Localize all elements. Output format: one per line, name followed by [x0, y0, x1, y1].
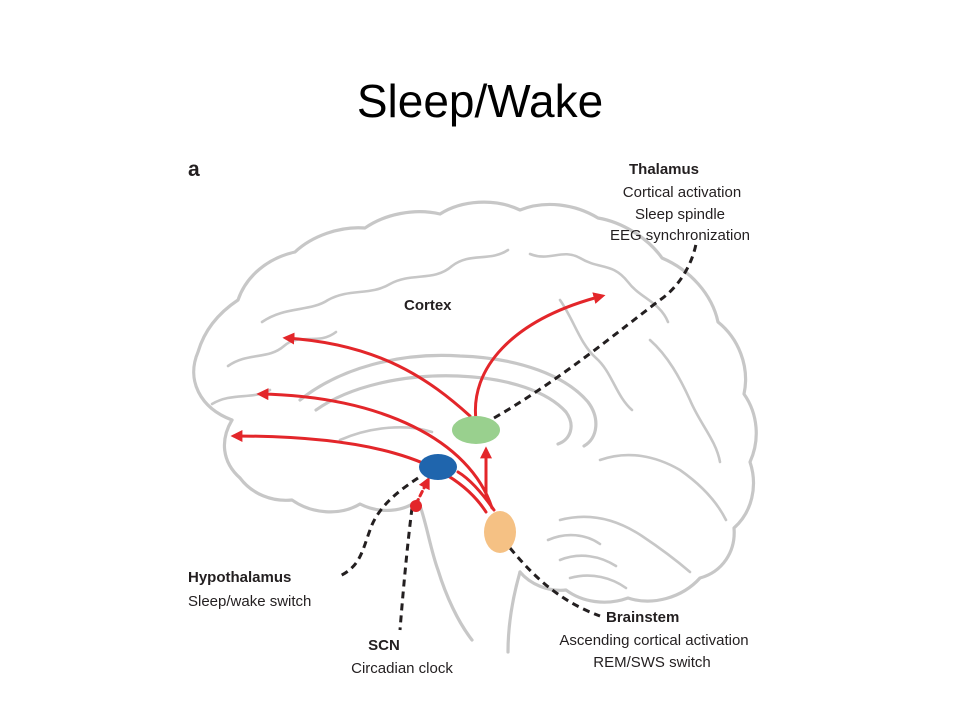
- thalamus-function-1: Cortical activation: [623, 184, 741, 201]
- panel-label: a: [188, 158, 200, 181]
- brainstem-label-group: Brainstem Ascending cortical activation …: [559, 609, 748, 671]
- thalamus-function-3: EEG synchronization: [610, 227, 750, 244]
- thalamus-label: Thalamus: [629, 161, 699, 178]
- cortex-label: Cortex: [404, 297, 452, 314]
- brainstem-function-1: Ascending cortical activation: [559, 632, 748, 649]
- hypothalamus-label: Hypothalamus: [188, 569, 291, 586]
- thalamus-label-group: Thalamus Cortical activation Sleep spind…: [610, 161, 750, 244]
- hypothalamus-node: [419, 454, 457, 480]
- brainstem-node: [484, 511, 516, 553]
- leader-lines: [339, 243, 698, 631]
- thalamus-node: [452, 416, 500, 444]
- slide-title: Sleep/Wake: [356, 75, 604, 127]
- scn-label-group: SCN Circadian clock: [351, 637, 453, 677]
- hypothalamus-function: Sleep/wake switch: [188, 593, 311, 610]
- brainstem-function-2: REM/SWS switch: [593, 654, 711, 671]
- scn-label: SCN: [368, 637, 400, 654]
- thalamus-function-2: Sleep spindle: [635, 206, 725, 223]
- scn-function: Circadian clock: [351, 660, 453, 677]
- activation-arrows: [230, 292, 606, 514]
- brain-outline: [192, 200, 758, 654]
- hypothalamus-label-group: Hypothalamus Sleep/wake switch: [188, 569, 311, 610]
- brainstem-label: Brainstem: [606, 609, 679, 626]
- scn-node: [410, 500, 422, 512]
